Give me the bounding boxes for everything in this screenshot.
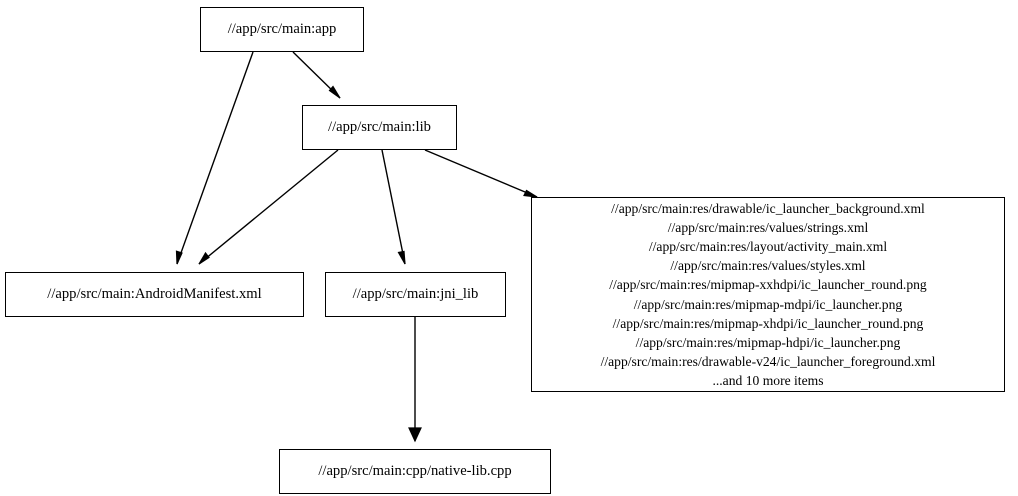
node-jni-lib-label: //app/src/main:jni_lib	[352, 286, 479, 303]
node-native-lib-cpp-label: //app/src/main:cpp/native-lib.cpp	[318, 463, 512, 480]
node-app[interactable]: //app/src/main:app	[200, 7, 364, 52]
node-androidmanifest-label: //app/src/main:AndroidManifest.xml	[47, 286, 262, 303]
arrowhead-jni_lib-to-native_lib	[408, 427, 422, 443]
node-res-files-label: //app/src/main:res/drawable/ic_launcher_…	[600, 201, 936, 388]
edge-lib-to-res	[424, 149, 538, 198]
edge-lib-to-androidmanifest	[198, 149, 339, 265]
node-lib-label: //app/src/main:lib	[328, 119, 431, 136]
arrowhead-app-to-lib	[328, 85, 341, 99]
arrowhead-app-to-androidmanifest	[175, 250, 183, 265]
node-native-lib-cpp[interactable]: //app/src/main:cpp/native-lib.cpp	[279, 449, 551, 494]
arrowhead-lib-to-androidmanifest	[198, 251, 210, 265]
node-lib[interactable]: //app/src/main:lib	[302, 105, 457, 150]
edge-app-to-androidmanifest	[176, 51, 254, 265]
edge-lib-to-jni_lib	[381, 149, 406, 265]
node-res-files[interactable]: //app/src/main:res/drawable/ic_launcher_…	[531, 197, 1005, 392]
arrowhead-lib-to-res	[523, 189, 538, 198]
node-androidmanifest[interactable]: //app/src/main:AndroidManifest.xml	[5, 272, 304, 317]
arrowhead-lib-to-jni_lib	[397, 250, 406, 265]
node-app-label: //app/src/main:app	[227, 21, 337, 38]
node-jni-lib[interactable]: //app/src/main:jni_lib	[325, 272, 506, 317]
